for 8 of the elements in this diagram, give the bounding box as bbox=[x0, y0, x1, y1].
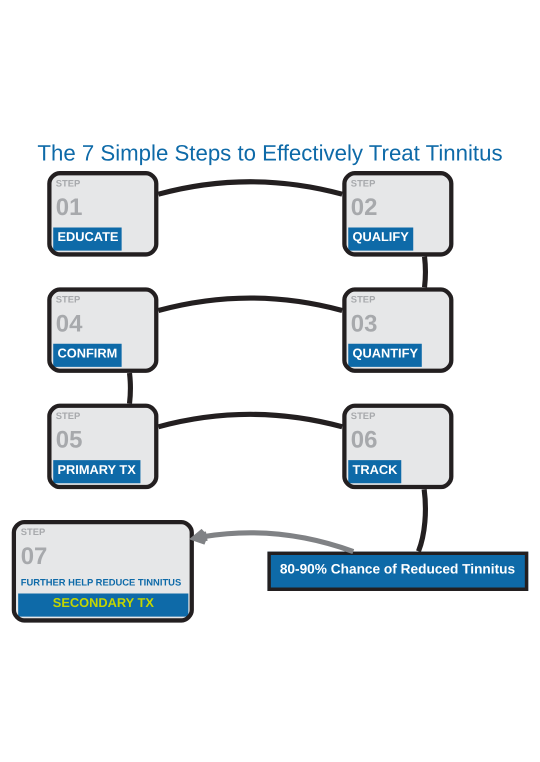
connector bbox=[126, 372, 133, 404]
connector bbox=[158, 179, 343, 197]
diagram-title: The 7 Simple Steps to Effectively Treat Tinnitus bbox=[37, 140, 503, 166]
arrow bbox=[191, 528, 354, 554]
connector bbox=[158, 412, 343, 430]
connector bbox=[422, 256, 428, 288]
connector bbox=[158, 296, 343, 313]
connector bbox=[416, 489, 428, 552]
